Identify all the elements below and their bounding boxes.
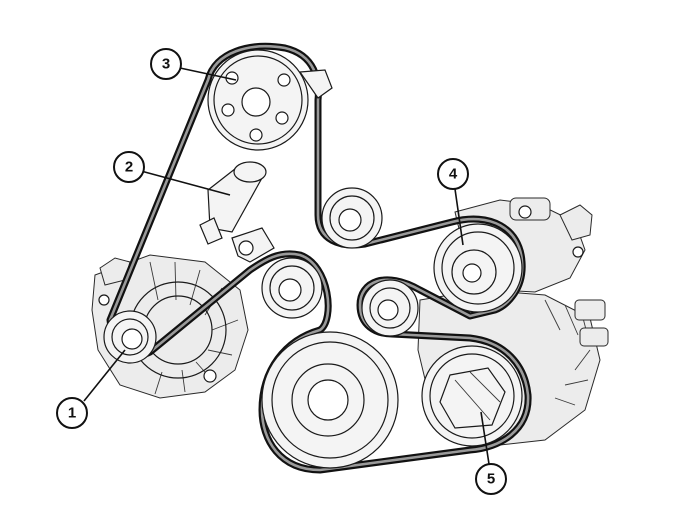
callout-4-label: 4 — [449, 166, 458, 183]
callout-5: 5 — [475, 411, 507, 495]
callout-3-label: 3 — [162, 56, 170, 73]
callout-3: 3 — [150, 48, 237, 81]
tensioner-pulley — [261, 257, 323, 319]
upper-idler-pulley — [321, 187, 383, 249]
drive-belt — [106, 42, 532, 474]
callout-1-label: 1 — [68, 405, 76, 422]
callout-2-label: 2 — [125, 159, 133, 176]
belt-tensioner — [199, 161, 275, 263]
callout-4: 4 — [437, 158, 469, 246]
callout-1: 1 — [56, 349, 126, 429]
power-steering-pulley — [433, 223, 523, 313]
lower-idler-pulley — [361, 279, 419, 337]
ac-compressor-pulley — [421, 345, 523, 447]
crankshaft-pulley — [261, 331, 399, 469]
water-pump-pulley — [207, 49, 333, 151]
alternator-pulley — [103, 310, 157, 364]
callout-5-label: 5 — [487, 471, 495, 488]
callout-2: 2 — [113, 151, 231, 196]
